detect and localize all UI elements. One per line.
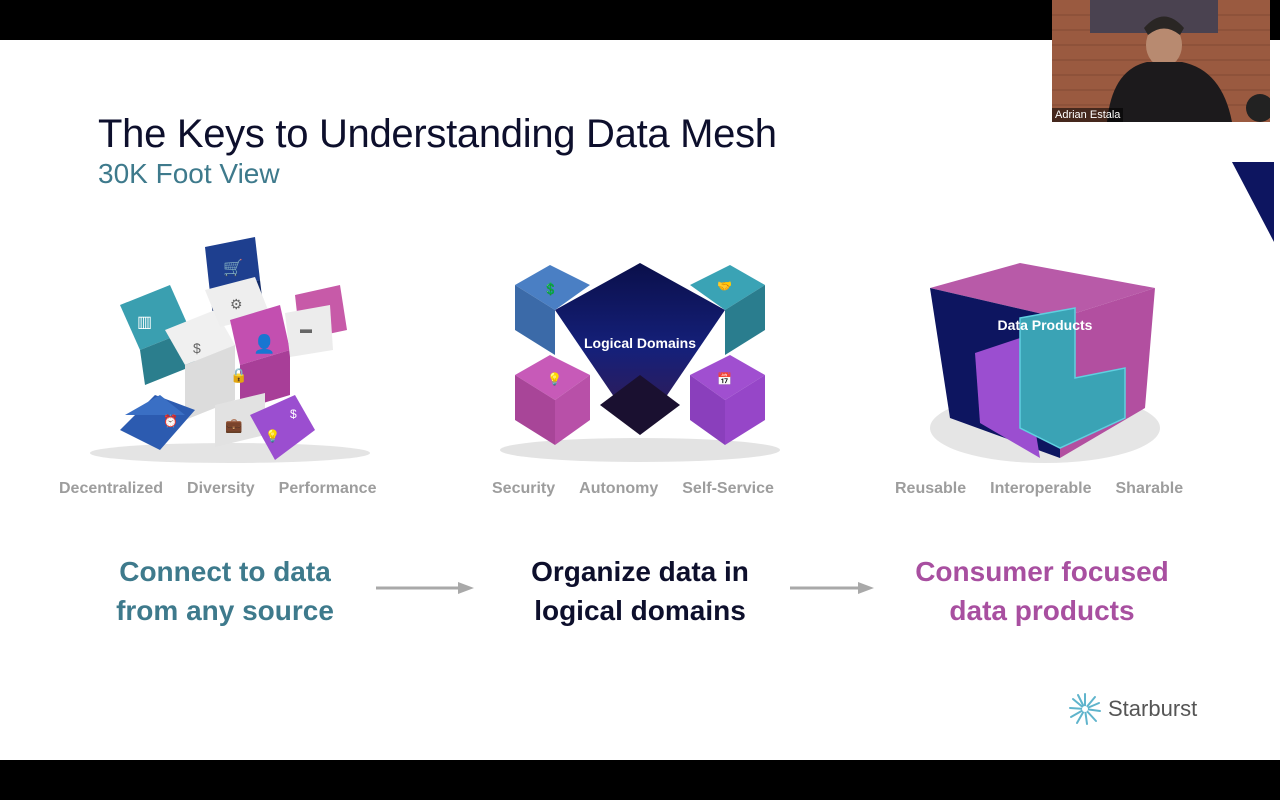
starburst-burst-icon	[1069, 693, 1101, 725]
pillar-consume: Consumer focused data products	[897, 552, 1187, 630]
keyword: Diversity	[187, 480, 255, 497]
pillar-connect: Connect to data from any source	[100, 552, 350, 630]
pillar-line: logical domains	[534, 595, 746, 626]
keyword: Security	[492, 480, 556, 497]
bar-chart-icon: ▥	[137, 314, 152, 331]
pillar-organize: Organize data in logical domains	[515, 552, 765, 630]
keywords-row-connect: Decentralized Diversity Performance	[59, 480, 376, 498]
logo-text: Starburst	[1108, 696, 1198, 721]
participant-video-feed	[1052, 0, 1270, 122]
keyword: Autonomy	[579, 480, 659, 497]
pillar-line: Consumer focused	[915, 556, 1169, 587]
keyword: Interoperable	[990, 480, 1092, 497]
decentralized-cubes-illustration: 🛒 ▥ $ ⚙ 👤 ▬ 🔒 💼 ⏰ 💡 $	[90, 237, 370, 463]
arrow-right-icon	[790, 582, 874, 594]
bottom-letterbox	[0, 760, 1280, 800]
starburst-logo: Starburst	[1068, 692, 1197, 726]
keyword: Reusable	[895, 480, 967, 497]
user-icon: 👤	[253, 333, 275, 354]
lock-icon: 🔒	[230, 367, 247, 384]
pillar-line: data products	[949, 595, 1135, 626]
participant-name-label: Adrian Estala	[1052, 108, 1124, 122]
keyword: Sharable	[1115, 480, 1184, 497]
logical-domains-illustration: 💲 🤝 💡 📅 Logical Domains	[500, 263, 780, 462]
logical-domains-label: Logical Domains	[584, 335, 696, 351]
gear-icon: ⚙	[230, 296, 243, 312]
keyword: Self-Service	[682, 480, 774, 497]
participant-video-tile[interactable]: Adrian Estala	[1052, 0, 1270, 122]
calendar-icon: 📅	[717, 372, 732, 386]
hand-money-icon: 💲	[543, 282, 558, 296]
pillar-line: Organize data in	[531, 556, 749, 587]
keyword: Performance	[278, 480, 377, 497]
dollar-icon: $	[290, 407, 297, 421]
pillar-line: from any source	[116, 595, 334, 626]
keywords-row-consume: Reusable Interoperable Sharable	[895, 480, 1183, 498]
keywords-row-organize: Security Autonomy Self-Service	[492, 480, 774, 498]
money-bag-icon: $	[193, 340, 201, 356]
slide-title: The Keys to Understanding Data Mesh	[98, 112, 777, 156]
arrow-right-icon	[376, 582, 474, 594]
pillar-line: Connect to data	[119, 556, 331, 587]
slide-subtitle: 30K Foot View	[98, 158, 280, 189]
corner-decoration	[1232, 162, 1274, 242]
alarm-clock-icon: ⏰	[163, 413, 178, 428]
monitor-icon: ▬	[300, 322, 312, 336]
cart-icon: 🛒	[223, 258, 243, 277]
data-products-illustration: Data Products	[930, 263, 1160, 463]
idea-icon: 💡	[547, 372, 562, 386]
data-products-label: Data Products	[998, 317, 1093, 333]
keyword: Decentralized	[59, 480, 164, 497]
lightbulb-icon: 💡	[265, 429, 280, 443]
handshake-icon: 🤝	[717, 279, 732, 293]
presentation-slide: The Keys to Understanding Data Mesh 30K …	[0, 40, 1280, 760]
briefcase-icon: 💼	[225, 417, 243, 434]
